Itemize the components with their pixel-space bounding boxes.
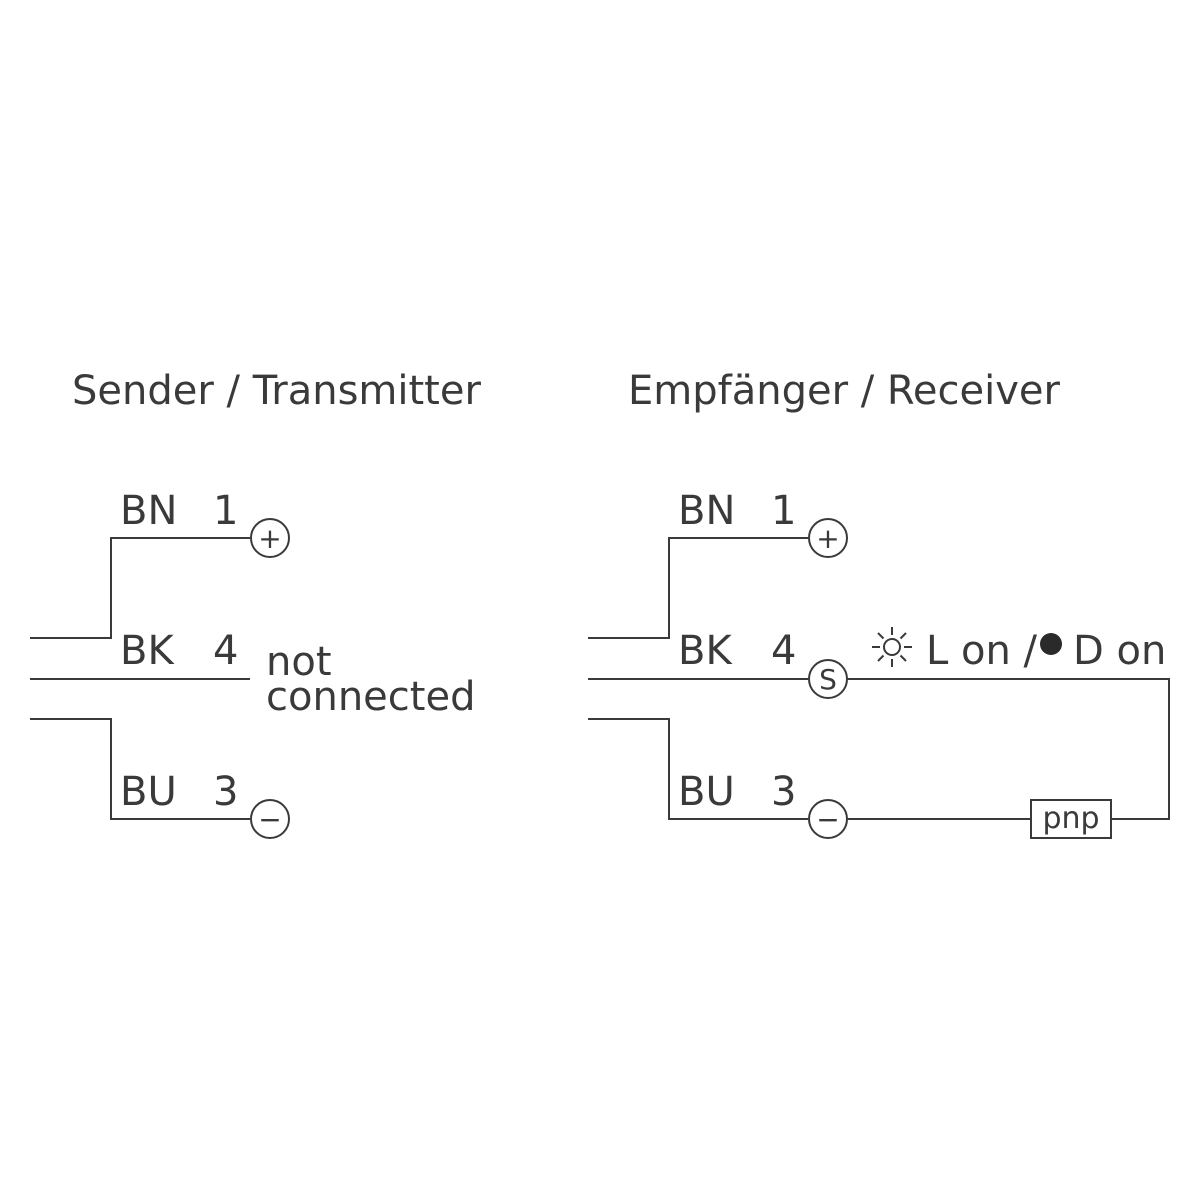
pnp-load-box xyxy=(1030,799,1112,839)
minus-icon: − xyxy=(258,803,281,836)
transmitter-bn-color: BN xyxy=(120,488,177,534)
transmitter-minus-terminal xyxy=(250,799,290,839)
transmitter-section: Sender / Transmitter BN 1 + BK 4 not con… xyxy=(30,368,481,839)
receiver-minus-terminal xyxy=(808,799,848,839)
transmitter-bu-pin: 3 xyxy=(213,769,238,815)
minus-icon: − xyxy=(816,803,839,836)
transmitter-bk-color: BK xyxy=(120,628,175,674)
not-connected-line1: not xyxy=(266,639,332,685)
receiver-bn-wire xyxy=(588,537,808,639)
plus-icon: + xyxy=(816,522,839,555)
dark-on-label: D on xyxy=(1073,628,1166,674)
receiver-title: Empfänger / Receiver xyxy=(628,368,1061,414)
transmitter-bu-color: BU xyxy=(120,769,177,815)
transmitter-bu-wire xyxy=(30,718,250,820)
plus-icon: + xyxy=(258,522,281,555)
pnp-load-label: pnp xyxy=(1042,801,1099,836)
switching-output-symbol: S xyxy=(819,663,837,696)
receiver-section: Empfänger / Receiver BN 1 + BK 4 S pnp xyxy=(588,368,1170,839)
receiver-bu-color: BU xyxy=(678,769,735,815)
receiver-bk-pin: 4 xyxy=(771,628,796,674)
receiver-bu-pin: 3 xyxy=(771,769,796,815)
receiver-bn-color: BN xyxy=(678,488,735,534)
not-connected-line2: connected xyxy=(266,674,475,720)
sun-icon xyxy=(872,627,912,667)
transmitter-bk-pin: 4 xyxy=(213,628,238,674)
light-on-label: L on / xyxy=(926,628,1038,674)
receiver-bn-pin: 1 xyxy=(771,488,796,534)
transmitter-title: Sender / Transmitter xyxy=(72,368,481,414)
receiver-plus-terminal xyxy=(808,518,848,558)
transmitter-bn-wire xyxy=(30,537,250,639)
dark-dot-icon xyxy=(1040,633,1062,655)
receiver-bu-wire xyxy=(588,718,808,820)
transmitter-bn-pin: 1 xyxy=(213,488,238,534)
transmitter-plus-terminal xyxy=(250,518,290,558)
output-load-wire xyxy=(847,678,1170,820)
receiver-bk-color: BK xyxy=(678,628,733,674)
